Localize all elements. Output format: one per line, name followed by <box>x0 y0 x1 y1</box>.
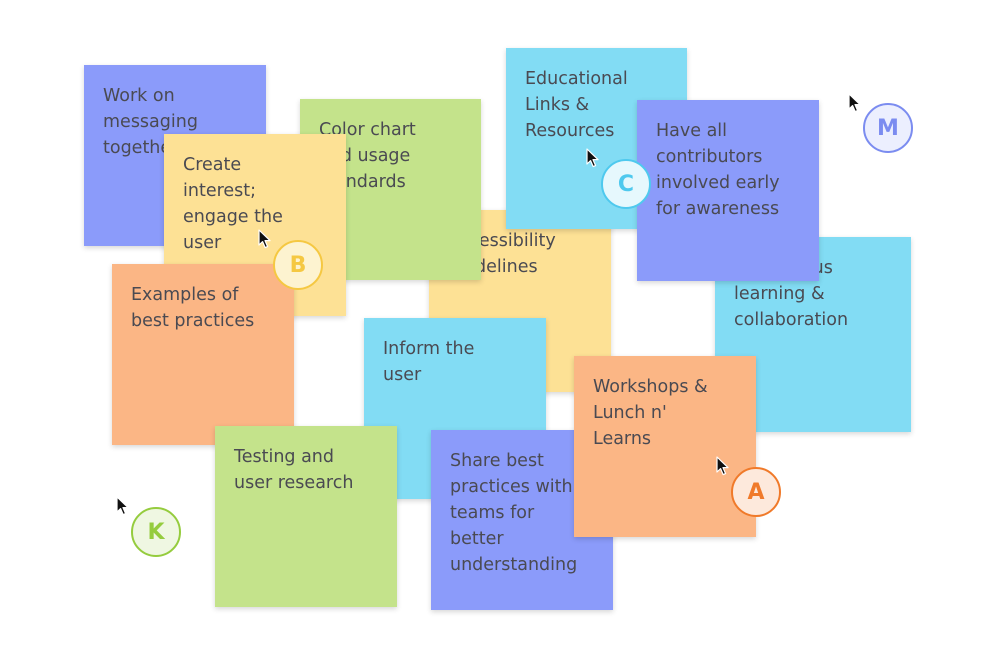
sticky-note-workshops[interactable]: Workshops & Lunch n' Learns <box>574 356 756 537</box>
sticky-note-testing[interactable]: Testing and user research <box>215 426 397 607</box>
note-text: Create interest; engage the user <box>183 155 283 253</box>
cursor-icon <box>716 456 730 476</box>
avatar-initial: A <box>747 479 765 505</box>
cursor-icon <box>116 496 130 516</box>
collaborator-avatar-c[interactable]: C <box>601 159 651 209</box>
cursor-icon <box>848 93 862 113</box>
avatar-initial: B <box>289 252 307 278</box>
avatar-initial: K <box>147 519 165 545</box>
avatar-initial: C <box>617 171 635 197</box>
note-text: Examples of best practices <box>131 285 255 331</box>
collaborator-avatar-a[interactable]: A <box>731 467 781 517</box>
note-text: Testing and user research <box>234 447 354 493</box>
sticky-note-contributors[interactable]: Have all contributors involved early for… <box>637 100 819 281</box>
note-text: Workshops & Lunch n' Learns <box>593 377 708 449</box>
cursor-icon <box>258 229 272 249</box>
note-text: Share best practices with teams for bett… <box>450 451 578 575</box>
note-text: Work on messaging together <box>103 86 198 158</box>
collaborator-avatar-k[interactable]: K <box>131 507 181 557</box>
collaborator-avatar-m[interactable]: M <box>863 103 913 153</box>
collaborator-avatar-b[interactable]: B <box>273 240 323 290</box>
note-text: Have all contributors involved early for… <box>656 121 780 219</box>
note-text: Inform the user <box>383 339 475 385</box>
note-text: Educational Links & Resources <box>525 69 628 141</box>
avatar-initial: M <box>877 115 899 141</box>
sticky-note-examples[interactable]: Examples of best practices <box>112 264 294 445</box>
cursor-icon <box>586 148 600 168</box>
